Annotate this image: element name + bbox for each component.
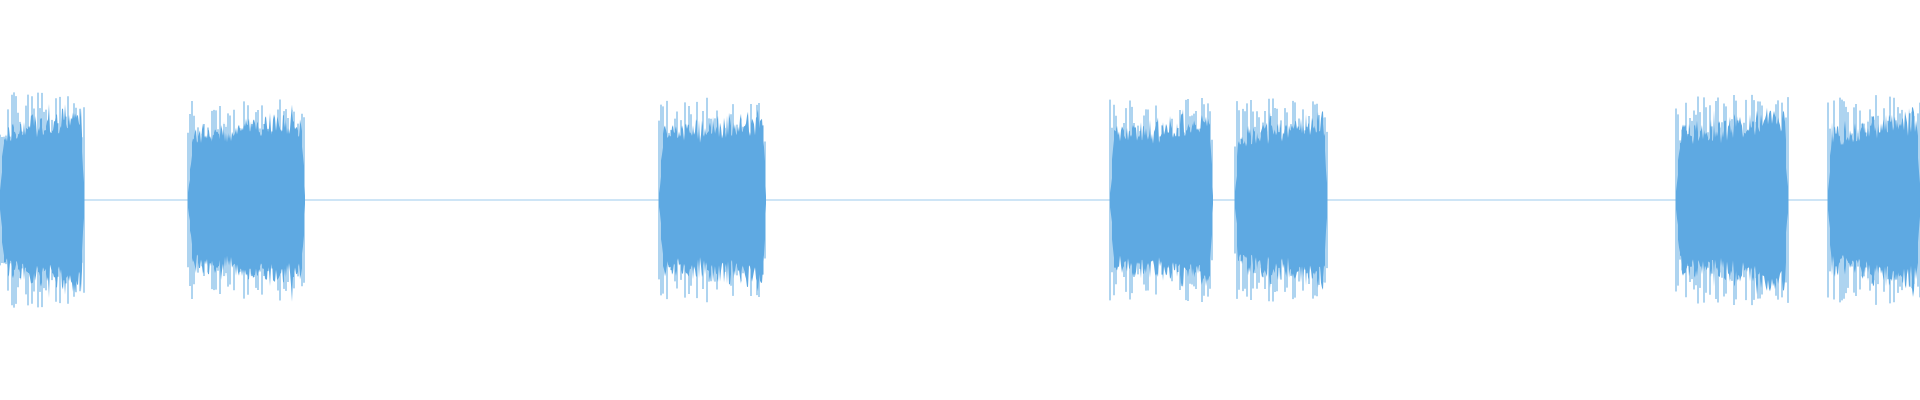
waveform-segments [0,92,1920,308]
